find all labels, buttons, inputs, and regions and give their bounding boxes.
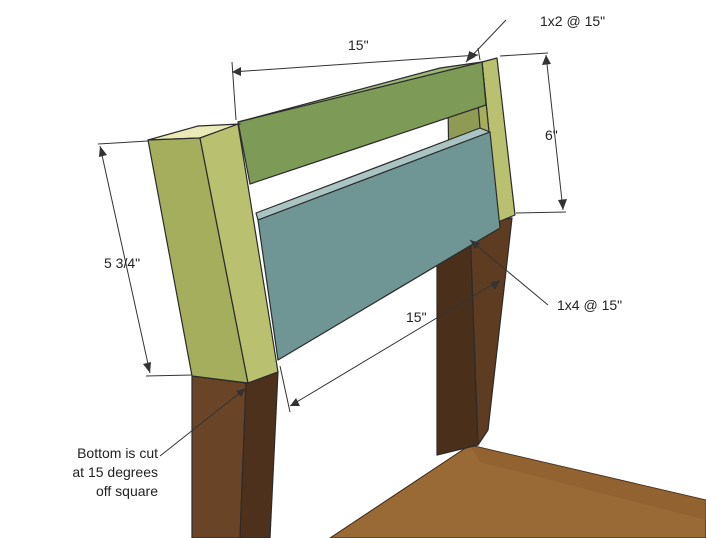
dim-left-height-label: 5 3/4": [104, 255, 140, 271]
dim-right-height: 6": [499, 52, 567, 214]
callout-back-panel-label: 1x4 @ 15": [557, 297, 622, 313]
dim-top-width-label: 15": [348, 37, 369, 53]
dim-bottom-width-label: 15": [406, 309, 427, 325]
seat-floor: [329, 444, 706, 538]
seat-floor-shade: [470, 445, 706, 520]
callout-back-panel: 1x4 @ 15": [469, 239, 622, 313]
callout-top-rail-label: 1x2 @ 15": [540, 13, 605, 29]
right-leg-front: [469, 217, 513, 446]
dim-bottom-width: 15": [279, 279, 501, 413]
top-rail-front: [237, 61, 487, 185]
left-leg-side: [191, 375, 247, 538]
back-panel-front: [257, 131, 501, 361]
note-line-1: Bottom is cut: [77, 445, 158, 461]
left-leg-front: [239, 371, 279, 538]
left-post-front: [199, 123, 279, 384]
dim-right-height-label: 6": [545, 127, 558, 143]
dim-left-height: 5 3/4": [97, 140, 193, 377]
callout-bottom-cut: Bottom is cut at 15 degrees off square: [72, 387, 247, 499]
callout-top-rail: 1x2 @ 15": [465, 13, 605, 63]
note-line-2: at 15 degrees: [72, 464, 158, 480]
note-line-3: off square: [96, 483, 158, 499]
